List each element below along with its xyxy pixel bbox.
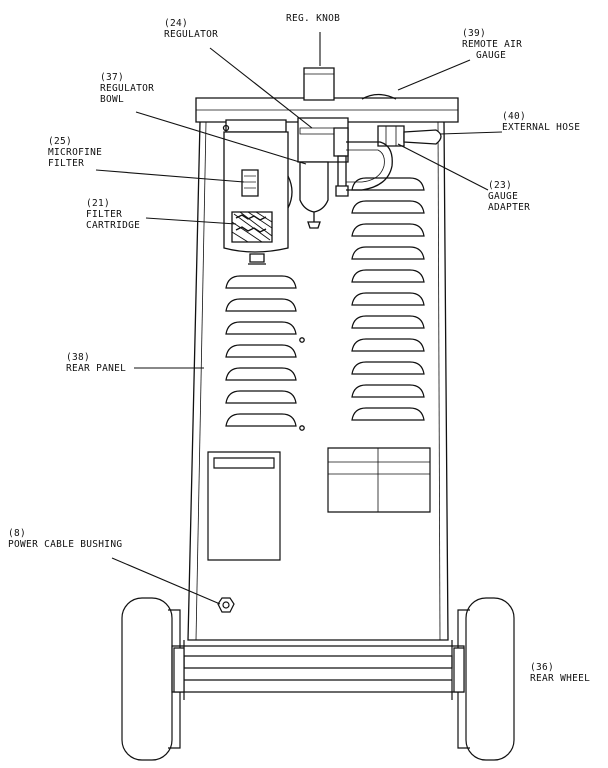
callout-text: MICROFINE	[48, 147, 103, 158]
remote-air-gauge-dome	[362, 95, 396, 100]
callout-text: FILTER	[48, 158, 85, 169]
louver-slot-left	[226, 391, 296, 403]
rear-wheel-left	[122, 598, 172, 760]
callout-text: POWER CABLE BUSHING	[8, 539, 123, 550]
callout-number: (36)	[530, 662, 555, 673]
louver-slot-left	[226, 345, 296, 357]
louver-slot-right	[352, 339, 424, 351]
microfine-filter-element	[242, 170, 258, 196]
hose-loop	[346, 142, 392, 190]
callout-rear-panel: (38) REAR PANEL	[66, 352, 126, 374]
callout-reg-knob: REG. KNOB	[286, 13, 340, 24]
louver-slot-right	[352, 224, 424, 236]
callout-number: (25)	[48, 136, 73, 147]
louver-slot-right	[352, 293, 424, 305]
callout-text: REMOTE AIR	[462, 39, 523, 50]
callout-text: ADAPTER	[488, 202, 531, 213]
regulator-knob	[304, 68, 334, 100]
external-hose-fitting	[404, 130, 441, 144]
louver-slot-left	[226, 368, 296, 380]
leader-microfine-filter	[96, 170, 244, 182]
louver-slot-right	[352, 270, 424, 282]
leader-filter-cartridge	[146, 218, 236, 224]
axle-frame	[172, 646, 464, 692]
filter-housing-top	[226, 120, 286, 132]
callout-regulator: (24) REGULATOR	[164, 18, 218, 40]
rating-plate-left	[208, 452, 280, 560]
callout-text: REAR PANEL	[66, 363, 127, 374]
rear-wheel-right	[466, 598, 514, 760]
cabinet-rear-panel	[188, 122, 448, 640]
callout-number: (21)	[86, 198, 111, 209]
louver-slot-left	[226, 322, 296, 334]
regulator-bowl	[300, 162, 328, 212]
leader-regulator-bowl	[136, 112, 306, 164]
callout-text: GAUGE	[488, 191, 519, 202]
callout-number: (23)	[488, 180, 513, 191]
leader-regulator	[210, 48, 312, 128]
callout-number: (37)	[100, 72, 125, 83]
callout-number: (38)	[66, 352, 91, 363]
louver-slot-right	[352, 385, 424, 397]
callout-filter-cartridge: (21) FILTER CARTRIDGE	[86, 198, 140, 231]
louver-slot-right	[352, 408, 424, 420]
louver-slot-left	[226, 299, 296, 311]
callout-number: (39)	[462, 28, 487, 39]
callout-number: (40)	[502, 111, 527, 122]
louver-slot-right	[352, 316, 424, 328]
callout-text: REGULATOR	[164, 29, 219, 40]
louver-slot-left	[226, 414, 296, 426]
callout-text: REAR WHEEL	[530, 673, 591, 684]
panel-bolt	[300, 338, 304, 342]
callout-text: EXTERNAL HOSE	[502, 122, 581, 133]
callout-power-cable-bushing: (8) POWER CABLE BUSHING	[8, 528, 122, 550]
louver-slot-left	[226, 276, 296, 288]
leader-power-cable-bushing	[112, 558, 220, 604]
louver-slot-right	[352, 201, 424, 213]
rating-plate-right	[328, 448, 430, 512]
callout-number: (8)	[8, 528, 27, 539]
leader-external-hose	[440, 132, 502, 134]
louver-slot-right	[352, 247, 424, 259]
callout-text: BOWL	[100, 94, 125, 105]
leader-lines	[96, 32, 502, 604]
callout-regulator-bowl: (37) REGULATOR BOWL	[100, 72, 154, 105]
callout-text: FILTER	[86, 209, 123, 220]
louver-slot-right	[352, 362, 424, 374]
callout-external-hose: (40) EXTERNAL HOSE	[502, 111, 580, 133]
callout-text: GAUGE	[476, 50, 507, 61]
leader-gauge-adapter	[398, 144, 488, 190]
callout-text: REGULATOR	[100, 83, 155, 94]
callout-remote-air-gauge: (39) REMOTE AIR GAUGE	[462, 28, 522, 61]
callout-text: REG. KNOB	[286, 13, 341, 24]
callout-rear-wheel: (36) REAR WHEEL	[530, 662, 590, 684]
callout-gauge-adapter: (23) GAUGE ADAPTER	[488, 180, 530, 213]
leader-remote-air-gauge	[398, 60, 470, 90]
callout-microfine-filter: (25) MICROFINE FILTER	[48, 136, 102, 169]
callout-text: CARTRIDGE	[86, 220, 141, 231]
panel-bolt	[300, 426, 304, 430]
louver-slot-right	[352, 178, 424, 190]
power-cable-bushing	[218, 598, 234, 612]
callout-number: (24)	[164, 18, 189, 29]
